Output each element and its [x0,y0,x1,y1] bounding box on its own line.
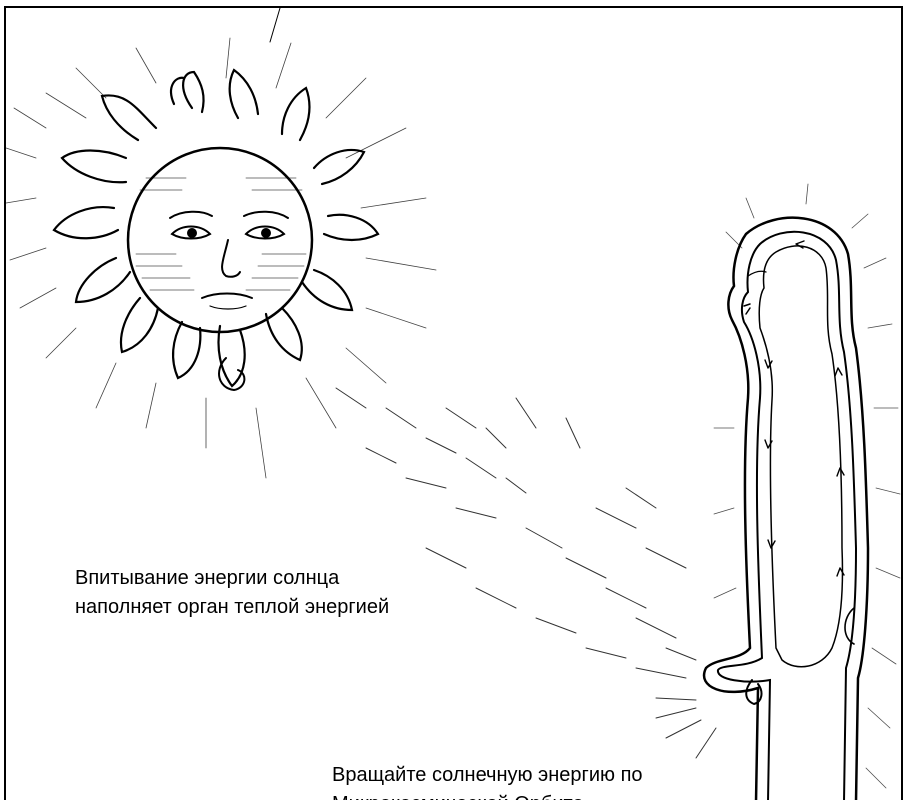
sun-top-ray [270,8,280,42]
sun-nose [222,240,240,277]
caption-sun-absorption-line2: наполняет орган теплой энергией [75,593,389,622]
caption-orbit-line2: Микрокосмической Орбите [332,790,643,800]
figure-inner-outline [718,232,856,800]
sun-face-icon [6,38,436,478]
energy-rays-icon [336,388,716,758]
figure-radiance [714,184,900,788]
sun-radiance [6,38,436,478]
human-figure-icon [704,184,900,800]
orbit-path-icon [759,246,842,667]
sun-petals [54,70,378,386]
figure-face [744,304,750,314]
caption-sun-absorption-line1: Впитывание энергии солнца [75,564,389,593]
caption-orbit: Вращайте солнечную энергию по Микрокосми… [332,761,643,800]
sun-chin [210,306,246,309]
figure-genital [746,680,761,704]
figure-outline [704,218,868,800]
sun-face-outline [128,148,312,332]
sun-face-hatching [136,178,306,290]
illustration [6,8,903,800]
diagram-frame: Впитывание энергии солнца наполняет орга… [4,6,903,800]
caption-orbit-line1: Вращайте солнечную энергию по [332,761,643,790]
sun-eyes [170,212,288,239]
caption-sun-absorption: Впитывание энергии солнца наполняет орга… [75,564,389,622]
sun-mouth [202,294,252,299]
orbit-arrows [765,241,844,576]
